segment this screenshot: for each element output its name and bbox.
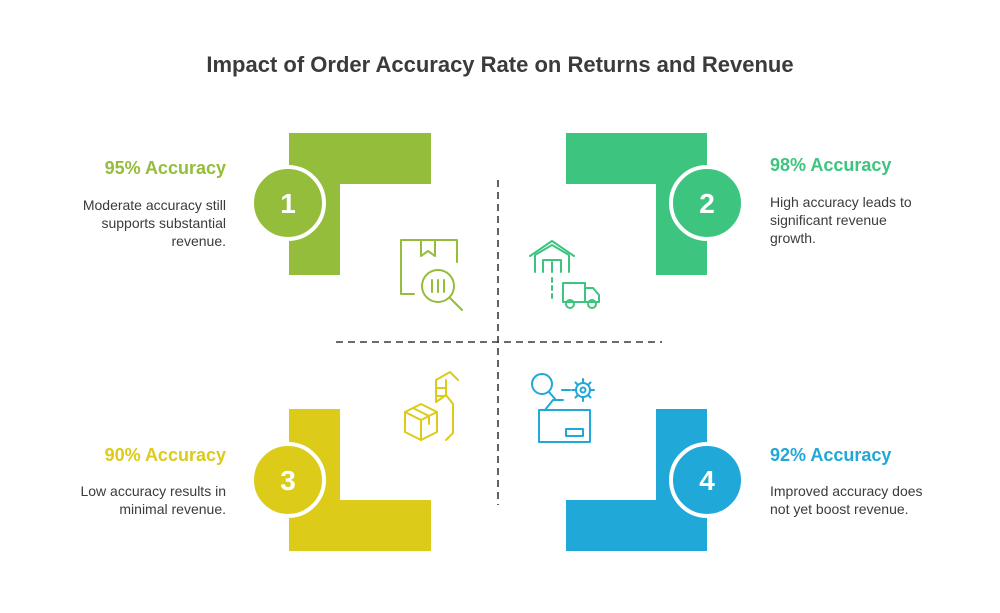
- quadrant-1-shape: [289, 133, 431, 275]
- quadrant-4-description: Improved accuracy does not yet boost rev…: [770, 482, 923, 518]
- warehouse-delivery-icon: [529, 240, 600, 309]
- quadrant-1-heading: 95% Accuracy: [104, 158, 226, 178]
- quadrant-2-number: 2: [699, 188, 715, 219]
- quadrant-3-description-line: minimal revenue.: [119, 501, 226, 517]
- quadrant-2-description-line: significant revenue: [770, 212, 887, 228]
- quadrant-4-shape: [566, 409, 707, 551]
- search-settings-box-icon: [531, 373, 595, 443]
- quadrant-4-description-line: not yet boost revenue.: [770, 501, 909, 517]
- quadrant-2-description-line: High accuracy leads to: [770, 194, 912, 210]
- quadrant-1-description: Moderate accuracy still supports substan…: [83, 196, 226, 250]
- quadrant-2-description-line: growth.: [770, 230, 816, 246]
- quadrant-2-heading: 98% Accuracy: [770, 155, 892, 175]
- quadrant-1-description-line: revenue.: [171, 233, 226, 249]
- quadrant-4-number: 4: [699, 465, 715, 496]
- page-title: Impact of Order Accuracy Rate on Returns…: [206, 52, 794, 77]
- quadrant-2-shape: [566, 133, 707, 275]
- quadrant-4-description-line: Improved accuracy does: [770, 483, 923, 499]
- quadrant-1-number: 1: [280, 188, 296, 219]
- quadrant-3-number: 3: [280, 465, 296, 496]
- quadrant-3-description-line: Low accuracy results in: [80, 483, 226, 499]
- quadrant-2-badge: 2: [669, 165, 745, 241]
- quadrant-3-description: Low accuracy results in minimal revenue.: [80, 482, 226, 518]
- quadrant-4-badge: 4: [669, 442, 745, 518]
- quadrant-4-heading: 92% Accuracy: [770, 445, 892, 465]
- quadrant-1-badge: 1: [250, 165, 326, 241]
- quadrant-3-heading: 90% Accuracy: [104, 445, 226, 465]
- quadrant-2-description: High accuracy leads to significant reven…: [770, 193, 912, 247]
- quadrant-1-description-line: Moderate accuracy still: [82, 197, 226, 213]
- package-inspection-icon: [400, 239, 463, 311]
- quadrant-3-shape: [289, 409, 431, 551]
- quadrant-1-description-line: supports substantial: [101, 215, 226, 231]
- hand-truck-box-icon: [404, 371, 459, 441]
- quadrant-3-badge: 3: [250, 442, 326, 518]
